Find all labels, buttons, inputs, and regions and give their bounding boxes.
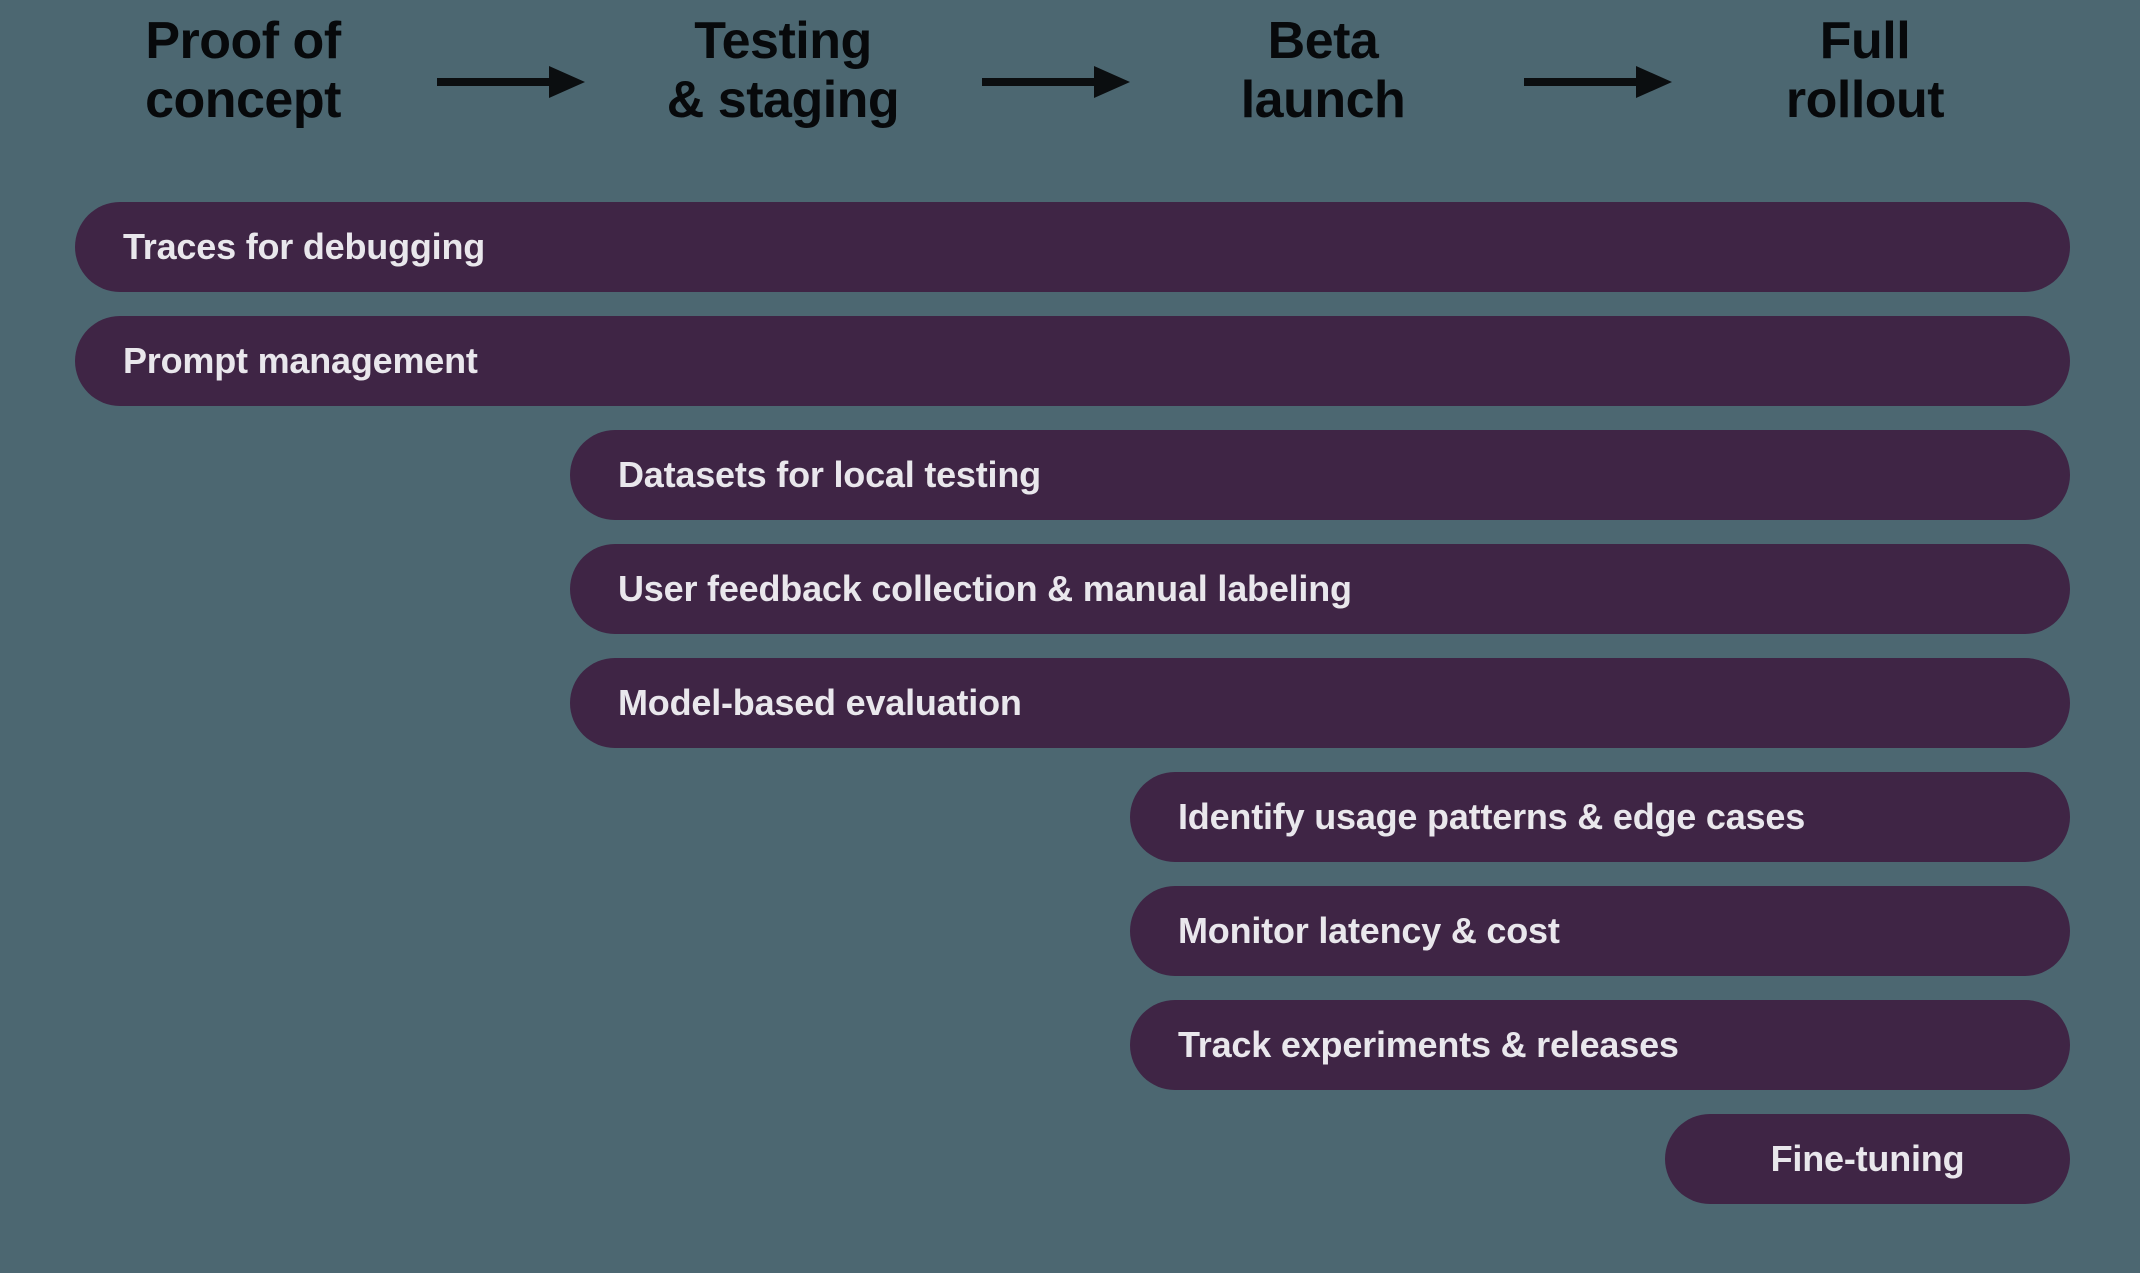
capability-bar-datasets-for-local-testing[interactable]: Datasets for local testing: [570, 430, 2070, 520]
arrow-right-icon: [1524, 64, 1672, 100]
capability-bar-monitor-latency-cost[interactable]: Monitor latency & cost: [1130, 886, 2070, 976]
capability-bar-traces-for-debugging[interactable]: Traces for debugging: [75, 202, 2070, 292]
capability-bar-label: Traces for debugging: [123, 226, 486, 267]
arrow-right-icon: [982, 64, 1130, 100]
capability-bar-label: Prompt management: [123, 340, 478, 381]
capability-bar-label: Track experiments & releases: [1178, 1024, 1679, 1065]
arrow-right-icon: [437, 64, 585, 100]
capability-bar-label: Datasets for local testing: [618, 454, 1041, 495]
capability-bar-model-based-evaluation[interactable]: Model-based evaluation: [570, 658, 2070, 748]
phase-label-full-rollout: Full rollout: [1785, 12, 1945, 129]
capability-bar-identify-usage-patterns-edge-cases[interactable]: Identify usage patterns & edge cases: [1130, 772, 2070, 862]
capability-bar-label: Identify usage patterns & edge cases: [1178, 796, 1806, 837]
capability-bar-user-feedback-collection-manual-labeling[interactable]: User feedback collection & manual labeli…: [570, 544, 2070, 634]
phase-header-row: Proof of concept Testing & staging Beta …: [0, 0, 2140, 175]
capability-bar-label: User feedback collection & manual labeli…: [618, 568, 1352, 609]
capability-bar-label: Fine-tuning: [1770, 1138, 1965, 1179]
phase-label-proof-of-concept: Proof of concept: [145, 12, 341, 129]
phase-label-testing-and-staging: Testing & staging: [666, 12, 900, 129]
capability-bar-prompt-management[interactable]: Prompt management: [75, 316, 2070, 406]
phase-label-beta-launch: Beta launch: [1240, 12, 1406, 129]
capability-bar-track-experiments-releases[interactable]: Track experiments & releases: [1130, 1000, 2070, 1090]
capability-bar-label: Model-based evaluation: [618, 682, 1022, 723]
capability-bar-label: Monitor latency & cost: [1178, 910, 1560, 951]
capability-bar-fine-tuning[interactable]: Fine-tuning: [1665, 1114, 2070, 1204]
